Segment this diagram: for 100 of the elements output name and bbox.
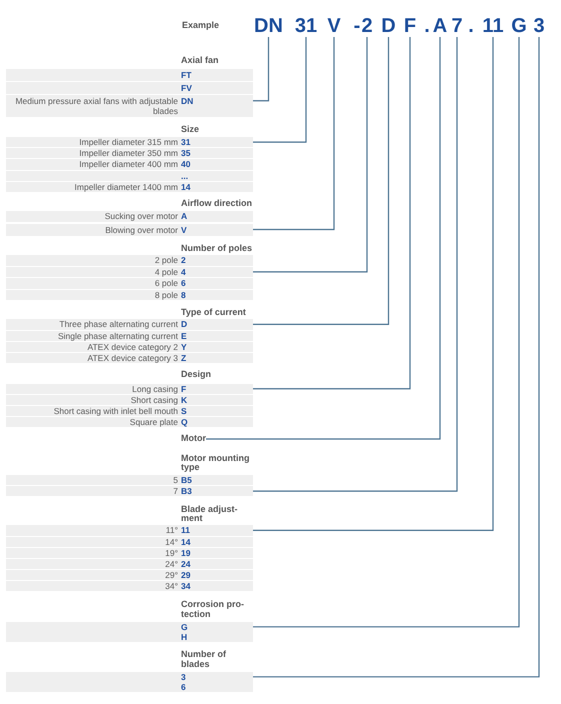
- code-separator: .: [468, 15, 474, 37]
- type-code-label: 11: [482, 15, 504, 37]
- option-code: 8: [181, 290, 186, 300]
- option-row: [6, 319, 253, 330]
- option-row: [6, 622, 253, 632]
- type-code-label: 3: [533, 15, 545, 37]
- option-description: Impeller diameter 1400 mm: [74, 182, 178, 192]
- option-code: 24: [181, 558, 190, 569]
- option-description: 6 pole: [154, 278, 178, 288]
- option-description: 7: [173, 486, 178, 496]
- option-code: G: [181, 622, 188, 632]
- section-heading: Motor: [181, 434, 206, 444]
- option-row: [6, 525, 253, 536]
- section-heading: Motor mounting type: [181, 454, 250, 473]
- option-description: ATEX device category 2: [87, 342, 178, 352]
- option-code: 6: [181, 682, 186, 692]
- section-heading: Design: [181, 370, 212, 380]
- option-description: 29°: [165, 570, 178, 580]
- option-code: DN: [181, 96, 194, 106]
- type-code-label: D: [381, 15, 396, 37]
- option-code: F: [181, 384, 186, 394]
- option-code: 6: [181, 278, 186, 288]
- option-description: 11°: [166, 525, 178, 536]
- section-heading: Type of current: [181, 308, 246, 318]
- option-description: 4 pole: [154, 266, 178, 277]
- section-heading: Number of blades: [181, 650, 227, 670]
- option-row: [6, 486, 253, 496]
- option-description: 8 pole: [154, 290, 178, 300]
- type-code-label: 31: [294, 15, 318, 37]
- type-code-label: A: [432, 15, 448, 37]
- option-row: [6, 672, 253, 682]
- leader-line: [253, 37, 335, 230]
- section-heading: Size: [181, 125, 200, 135]
- option-row: [6, 137, 253, 148]
- code-separator: -: [354, 15, 360, 37]
- option-code: 31: [181, 137, 190, 148]
- option-code: FV: [181, 82, 192, 93]
- option-description: 19°: [165, 548, 178, 558]
- leader-line: [253, 37, 307, 143]
- option-code: Y: [181, 342, 187, 352]
- option-description: Impeller diameter 315 mm: [79, 137, 178, 148]
- option-description: Impeller diameter 400 mm: [79, 159, 178, 170]
- option-description: Medium pressure axial fans with adjustable blades: [14, 96, 178, 116]
- type-code-label: 2: [361, 15, 373, 37]
- option-description: 24°: [165, 558, 178, 569]
- option-code: 11: [181, 525, 190, 536]
- option-code: 14: [181, 182, 190, 192]
- option-description: Sucking over motor: [104, 211, 178, 222]
- option-description: Square plate: [130, 416, 178, 427]
- section-heading: Airflow direction: [181, 199, 252, 209]
- leader-line: [253, 37, 458, 492]
- leader-line: [253, 37, 390, 325]
- option-code: ...: [181, 170, 188, 181]
- option-row: [6, 266, 253, 278]
- option-row: [6, 94, 253, 117]
- option-code: V: [181, 224, 187, 234]
- option-code: 34: [181, 581, 190, 592]
- code-separator: .: [424, 15, 430, 37]
- option-code: K: [181, 394, 188, 405]
- example-label: Example: [182, 21, 220, 31]
- option-row: [6, 224, 253, 236]
- option-row: [6, 384, 253, 394]
- leader-line: [253, 37, 411, 390]
- option-code: Q: [181, 416, 188, 427]
- option-code: FT: [181, 70, 192, 80]
- option-description: Long casing: [132, 384, 178, 394]
- leader-line: [253, 37, 494, 531]
- section-heading: Blade adjust- ment: [181, 504, 239, 524]
- option-description: ATEX device category 3: [87, 352, 178, 363]
- type-code-label: G: [511, 15, 527, 37]
- type-code-label: F: [404, 15, 416, 37]
- option-code: B3: [181, 486, 192, 496]
- option-code: 3: [181, 672, 186, 682]
- section-heading: Number of poles: [181, 244, 252, 254]
- option-code: 40: [181, 159, 190, 170]
- option-description: Short casing: [130, 394, 178, 405]
- option-description: 5: [173, 475, 178, 486]
- option-code: H: [181, 632, 188, 642]
- option-code: A: [181, 211, 188, 222]
- option-description: Single phase alternating current: [58, 330, 178, 341]
- section-heading: Corrosion pro- tection: [181, 600, 245, 620]
- option-code: 29: [181, 570, 190, 580]
- option-code: 35: [181, 148, 190, 158]
- option-code: 19: [181, 548, 190, 558]
- option-code: Z: [181, 352, 186, 363]
- option-code: S: [181, 406, 187, 416]
- leader-line: [206, 37, 441, 440]
- option-description: Three phase alternating current: [59, 319, 178, 330]
- option-code: E: [181, 330, 187, 341]
- type-code-label: V: [327, 15, 341, 37]
- option-description: 2 pole: [154, 255, 178, 266]
- type-code-label: DN: [254, 15, 283, 37]
- option-description: Short casing with inlet bell mouth: [54, 406, 178, 416]
- type-code-label: 7: [451, 15, 463, 37]
- option-code: 4: [181, 266, 186, 277]
- option-code: D: [181, 319, 188, 330]
- option-code: 2: [181, 255, 186, 266]
- leader-line: [253, 37, 368, 272]
- option-description: 34°: [165, 581, 178, 592]
- option-description: Blowing over motor: [105, 224, 178, 234]
